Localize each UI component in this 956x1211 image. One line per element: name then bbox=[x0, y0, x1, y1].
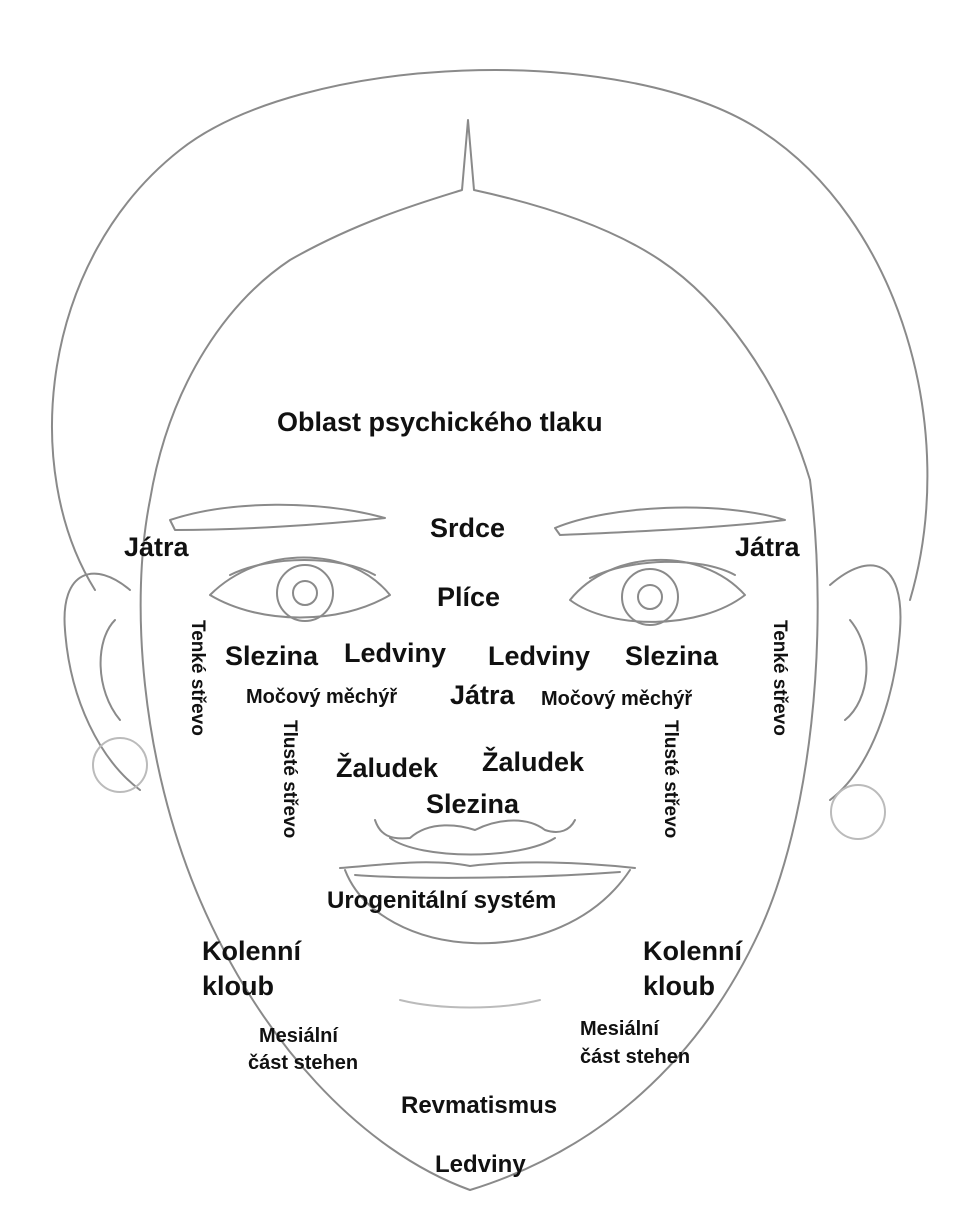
label-psychic-stress-area: Oblast psychického tlaku bbox=[277, 407, 603, 437]
eyebrow-right bbox=[554, 506, 786, 536]
label-thigh-right-line2: část stehen bbox=[580, 1046, 691, 1068]
hair-outline bbox=[51, 69, 929, 601]
label-stomach-left: Žaludek bbox=[336, 753, 439, 783]
label-bladder-right: Močový měchýř bbox=[541, 688, 693, 710]
label-bladder-left: Močový měchýř bbox=[246, 686, 398, 708]
label-urogenital-system: Urogenitální systém bbox=[327, 887, 557, 914]
label-knee-left-line1: Kolenní bbox=[202, 936, 301, 966]
label-large-intestine-left: Tlusté střevo bbox=[279, 720, 300, 839]
label-rheumatism: Revmatismus bbox=[401, 1092, 558, 1119]
label-liver-right: Játra bbox=[735, 532, 800, 562]
label-spleen-right: Slezina bbox=[625, 641, 719, 671]
label-small-intestine-right: Tenké střevo bbox=[769, 620, 790, 736]
face-contour bbox=[139, 479, 819, 1191]
label-thigh-right-line1: Mesiální bbox=[580, 1018, 659, 1040]
label-knee-left-line2: kloub bbox=[202, 971, 274, 1001]
ear-right bbox=[829, 564, 902, 801]
eye-left bbox=[209, 556, 391, 619]
label-small-intestine-left: Tenké střevo bbox=[187, 620, 208, 736]
label-liver-center: Játra bbox=[450, 680, 515, 710]
earring-right bbox=[830, 784, 886, 840]
label-liver-left: Játra bbox=[124, 532, 189, 562]
label-spleen-left: Slezina bbox=[225, 641, 319, 671]
label-heart: Srdce bbox=[430, 513, 506, 543]
label-knee-right-line2: kloub bbox=[643, 971, 715, 1001]
label-knee-right-line1: Kolenní bbox=[643, 936, 742, 966]
nose bbox=[374, 819, 576, 840]
lips bbox=[339, 861, 636, 869]
earring-left bbox=[92, 737, 148, 793]
label-thigh-left-line1: Mesiální bbox=[259, 1025, 338, 1047]
ear-left bbox=[63, 572, 141, 791]
label-large-intestine-right: Tlusté střevo bbox=[660, 720, 681, 839]
label-stomach-right: Žaludek bbox=[482, 747, 585, 777]
label-thigh-left-line2: část stehen bbox=[248, 1052, 359, 1074]
eyebrow-left bbox=[169, 503, 386, 531]
hairline bbox=[149, 119, 811, 501]
label-kidneys-bottom: Ledviny bbox=[435, 1151, 526, 1178]
label-lungs: Plíce bbox=[437, 582, 501, 612]
label-kidneys-right: Ledviny bbox=[488, 641, 591, 671]
label-kidneys-left: Ledviny bbox=[344, 638, 447, 668]
label-spleen-center: Slezina bbox=[426, 789, 520, 819]
